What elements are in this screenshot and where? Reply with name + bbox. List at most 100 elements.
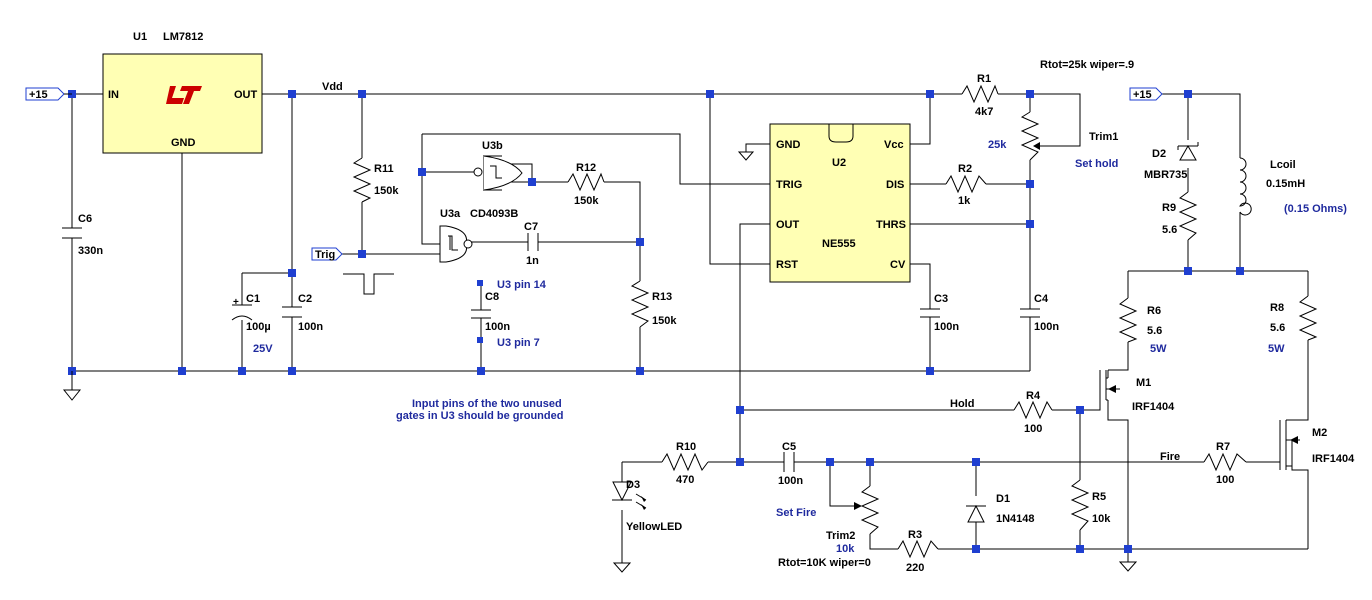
note-unused-line2: gates in U3 should be grounded — [396, 410, 563, 422]
resistor-r6: R6 5.6 5W — [1118, 297, 1167, 355]
cap-c5: C5 100n — [778, 441, 803, 487]
cap-c8: C8 100n — [471, 291, 510, 333]
r13-value: 150k — [652, 315, 677, 327]
r8-power: 5W — [1268, 343, 1285, 355]
c5-value: 100n — [778, 475, 803, 487]
m1-ref: M1 — [1136, 377, 1151, 389]
r3-value: 220 — [906, 562, 924, 574]
cap-c2: C2 100n — [282, 293, 323, 333]
resistor-r7: R7 100 — [1203, 441, 1247, 486]
lcoil-note: (0.15 Ohms) — [1284, 203, 1347, 215]
lcoil-ref: Lcoil — [1270, 159, 1296, 171]
c4-value: 100n — [1034, 321, 1059, 333]
lt-logo — [166, 86, 202, 104]
r10-value: 470 — [676, 474, 694, 486]
trim1-param: Rtot=25k wiper=.9 — [1040, 59, 1134, 71]
u2-pin-gnd: GND — [776, 139, 801, 151]
r7-value: 100 — [1216, 474, 1234, 486]
c1-ref: C1 — [246, 293, 260, 305]
led-d3: D3 YellowLED — [612, 479, 682, 533]
m2-value: IRF1404 — [1312, 453, 1355, 465]
r5-ref: R5 — [1092, 491, 1106, 503]
u1-ref: U1 — [133, 31, 147, 43]
r3-ref: R3 — [908, 529, 922, 541]
c3-ref: C3 — [934, 293, 948, 305]
u2-ref: U2 — [832, 157, 846, 169]
r1-value: 4k7 — [975, 106, 993, 118]
m2-ref: M2 — [1312, 427, 1327, 439]
c7-value: 1n — [526, 255, 539, 267]
r5-value: 10k — [1092, 513, 1111, 525]
diode-d2: D2 MBR735 — [1144, 142, 1199, 181]
resistor-r10: R10 470 — [661, 441, 709, 486]
c7-ref: C7 — [524, 221, 538, 233]
resistor-r8: R8 5.6 5W — [1268, 295, 1318, 355]
trimmer-trim2: Trim2 10k Rtot=10K wiper=0 Set Fire — [776, 485, 880, 569]
u3a-value: CD4093B — [470, 208, 518, 220]
resistor-r3: R3 220 — [897, 529, 939, 574]
u2-pin-vcc: Vcc — [884, 139, 904, 151]
u3a-ref: U3a — [440, 208, 461, 220]
resistor-r2: R2 1k — [945, 163, 987, 207]
trim2-value: 10k — [836, 543, 855, 555]
u2-pin-thrs: THRS — [876, 219, 906, 231]
net-fire: Fire — [1160, 451, 1180, 463]
note-u3-pin7: U3 pin 7 — [497, 337, 540, 349]
d3-value: YellowLED — [626, 521, 682, 533]
r4-value: 100 — [1024, 423, 1042, 435]
timer-u2: U2 NE555 GND TRIG OUT RST Vcc DIS THRS C… — [769, 123, 911, 283]
supply-flag-right: +15 — [1129, 87, 1163, 101]
d1-ref: D1 — [996, 493, 1010, 505]
u2-pin-rst: RST — [776, 259, 798, 271]
c8-ref: C8 — [485, 291, 499, 303]
supply-label: +15 — [29, 89, 48, 101]
regulator-u1: U1 LM7812 IN OUT GND — [102, 31, 263, 154]
u2-pin-out: OUT — [776, 219, 800, 231]
c2-ref: C2 — [298, 293, 312, 305]
u2-pin-cv: CV — [890, 259, 906, 271]
cap-c3: C3 100n — [920, 293, 959, 333]
trim1-ref: Trim1 — [1089, 131, 1118, 143]
r2-ref: R2 — [958, 163, 972, 175]
u1-value: LM7812 — [163, 31, 203, 43]
r12-ref: R12 — [576, 162, 596, 174]
wires — [71, 93, 1309, 562]
diode-d1: D1 1N4148 — [966, 493, 1035, 525]
svg-text:+: + — [233, 297, 239, 308]
r7-ref: R7 — [1216, 441, 1230, 453]
r6-power: 5W — [1150, 343, 1167, 355]
gate-u3b: U3b — [473, 140, 523, 191]
m1-value: IRF1404 — [1132, 401, 1175, 413]
trig-label: Trig — [315, 249, 335, 261]
inductor-lcoil: Lcoil 0.15mH (0.15 Ohms) — [1239, 157, 1347, 216]
u2-value: NE555 — [822, 238, 856, 250]
r10-ref: R10 — [676, 441, 696, 453]
c3-value: 100n — [934, 321, 959, 333]
r8-ref: R8 — [1270, 302, 1284, 314]
cap-c4: C4 100n — [1020, 293, 1059, 333]
u1-pin-in: IN — [108, 89, 119, 101]
resistor-r4: R4 100 — [1013, 390, 1053, 435]
r11-ref: R11 — [374, 163, 394, 175]
trimmer-trim1: Rtot=25k wiper=.9 Trim1 25k Set hold — [988, 59, 1134, 170]
u2-pin-dis: DIS — [886, 179, 904, 191]
cap-c1: + C1 100µ 25V — [231, 293, 273, 355]
c5-ref: C5 — [782, 441, 796, 453]
trim1-note: Set hold — [1075, 158, 1118, 170]
c2-value: 100n — [298, 321, 323, 333]
c1-voltage: 25V — [253, 343, 273, 355]
supply-flag-left: +15 — [25, 87, 72, 101]
resistor-r1: R1 4k7 — [961, 73, 999, 118]
r11-value: 150k — [374, 185, 399, 197]
c6-ref: C6 — [78, 213, 92, 225]
resistor-r9: R9 5.6 — [1162, 191, 1198, 241]
trig-flag: Trig — [311, 247, 394, 295]
resistor-r11: R11 150k — [352, 157, 399, 203]
c6-value: 330n — [78, 245, 103, 257]
trim2-ref: Trim2 — [826, 530, 855, 542]
r9-value: 5.6 — [1162, 224, 1177, 236]
u1-pin-out: OUT — [234, 89, 258, 101]
resistor-r5: R5 10k — [1070, 479, 1111, 531]
c4-ref: C4 — [1034, 293, 1049, 305]
